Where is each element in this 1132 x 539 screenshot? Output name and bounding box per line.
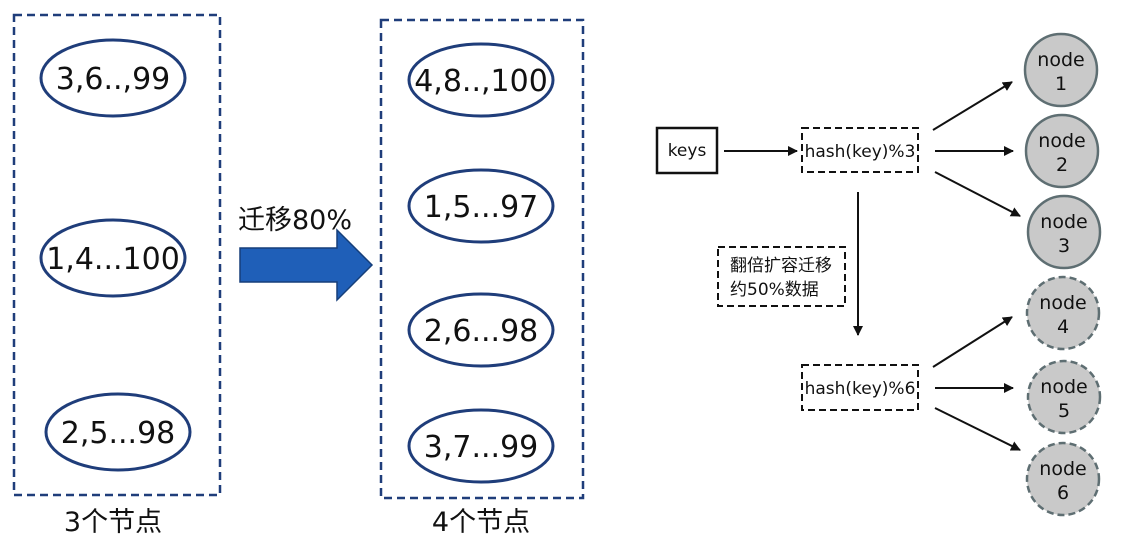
node-word: node xyxy=(1037,49,1084,71)
keys-text: keys xyxy=(668,141,707,161)
four-node-group-box xyxy=(379,18,585,500)
node-4: node 4 xyxy=(1025,275,1101,351)
node-range-text: 3,7...99 xyxy=(424,430,539,465)
arrow xyxy=(932,316,1013,368)
node-number: 4 xyxy=(1057,316,1069,338)
node-ellipse xyxy=(407,408,555,484)
node-word: node xyxy=(1040,376,1087,398)
hash-mod3-text: hash(key)%3 xyxy=(805,142,916,162)
node-word: node xyxy=(1038,130,1085,152)
migration-note-line1: 翻倍扩容迁移 xyxy=(730,256,832,276)
migration-note-box xyxy=(717,246,846,307)
node-3: node 3 xyxy=(1026,194,1102,270)
node-number: 1 xyxy=(1055,73,1067,95)
three-node-label: 3个节点 xyxy=(64,507,162,538)
node-number: 3 xyxy=(1058,235,1070,257)
node-2: node 2 xyxy=(1024,113,1100,189)
node-ellipse xyxy=(407,292,555,368)
node-6: node 6 xyxy=(1025,441,1101,517)
node-range-text: 4,8..,100 xyxy=(414,64,548,99)
node-5: node 5 xyxy=(1026,359,1102,435)
hash-mod6-text: hash(key)%6 xyxy=(805,379,916,399)
node-range-text: 2,5...98 xyxy=(61,416,176,451)
migration-note-line2: 约50%数据 xyxy=(730,280,819,300)
keys-box xyxy=(655,126,719,175)
migration-label: 迁移80% xyxy=(238,205,352,236)
node-range-text: 2,6...98 xyxy=(424,314,539,349)
node-ellipse xyxy=(39,38,187,118)
node-number: 2 xyxy=(1056,154,1068,176)
arrow xyxy=(934,171,1021,217)
three-node-group-box xyxy=(12,13,222,497)
hash-mod6-box xyxy=(801,364,919,411)
node-number: 6 xyxy=(1057,482,1069,504)
node-ellipse xyxy=(407,42,555,118)
node-ellipse xyxy=(39,218,187,298)
node-word: node xyxy=(1040,211,1087,233)
node-1: node 1 xyxy=(1023,32,1099,108)
node-range-text: 1,4...100 xyxy=(46,242,180,277)
migration-block-arrow xyxy=(239,228,374,302)
arrow xyxy=(932,81,1013,131)
node-range-text: 1,5...97 xyxy=(424,190,539,225)
node-number: 5 xyxy=(1058,400,1070,422)
arrow xyxy=(934,407,1021,451)
node-word: node xyxy=(1039,292,1086,314)
node-word: node xyxy=(1039,458,1086,480)
hash-mod3-box xyxy=(801,127,919,173)
node-ellipse xyxy=(407,168,555,244)
four-node-label: 4个节点 xyxy=(432,507,530,538)
node-range-text: 3,6..,99 xyxy=(56,62,171,97)
node-ellipse xyxy=(44,392,192,472)
